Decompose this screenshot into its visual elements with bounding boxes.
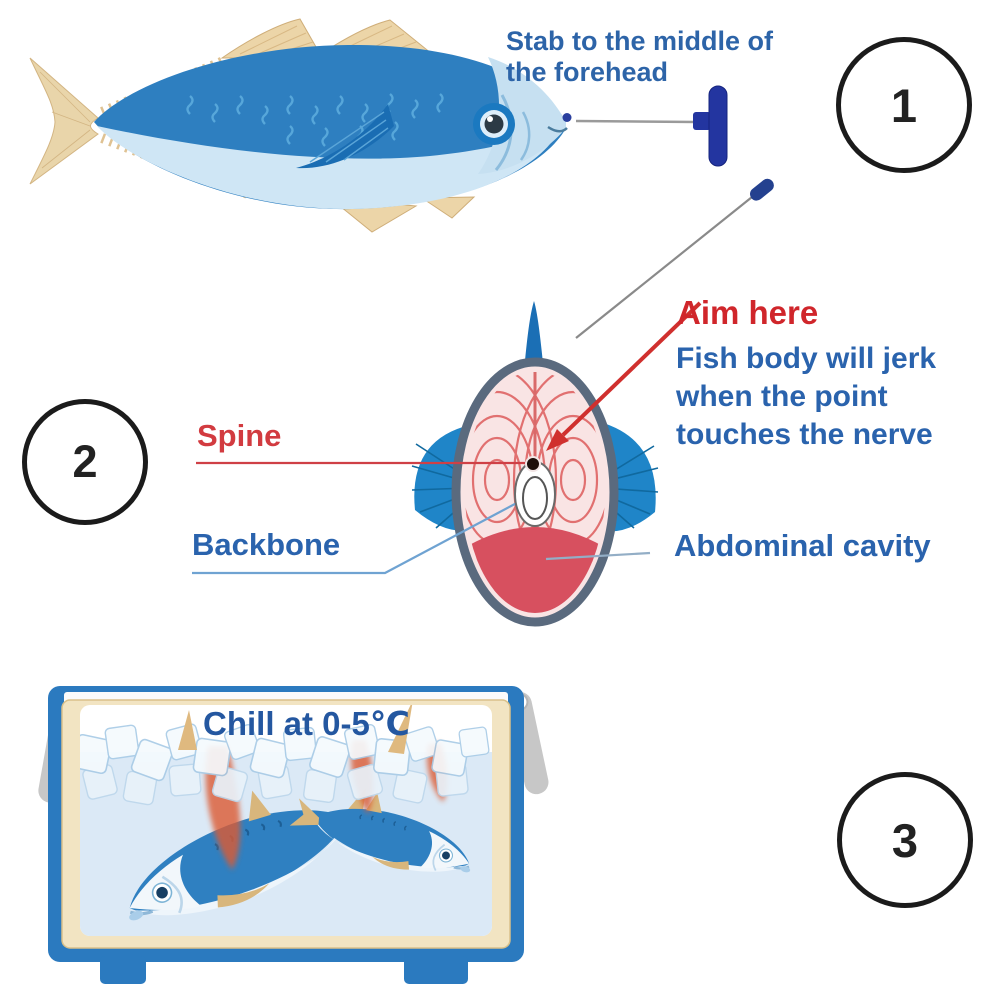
abdominal-cavity-region: [465, 527, 605, 613]
step2-note: Fish body will jerk when the point touch…: [676, 340, 936, 454]
fish-cross-section: [192, 301, 702, 627]
step2-note-line2: when the point: [676, 380, 888, 413]
aim-arrow: [546, 301, 702, 451]
tail-fin: [29, 57, 99, 185]
step1-number: 1: [890, 78, 918, 132]
spike-needle-inserted: [575, 178, 774, 339]
cooler-box: [38, 686, 549, 984]
step1-caption-line2: the forehead: [506, 57, 669, 87]
spike-tool: [562, 85, 728, 167]
step3-number-badge: 3: [837, 772, 973, 908]
abdominal-cavity-label: Abdominal cavity: [674, 528, 931, 563]
fish-head: [478, 57, 566, 174]
abdominal-pointer-line: [545, 551, 651, 561]
backbone-label: Backbone: [192, 527, 341, 562]
aim-here-label: Aim here: [677, 294, 819, 331]
fish-eye: [473, 103, 515, 145]
pectoral-fin: [296, 104, 394, 169]
step2-note-line3: touches the nerve: [676, 418, 933, 451]
fin-tips-in-ice: [178, 705, 413, 754]
backbone-pointer-line: [192, 496, 529, 575]
chill-caption: Chill at 0-5℃: [203, 705, 410, 742]
step1-caption-line1: Stab to the middle of: [506, 26, 773, 56]
backbone-structure: [514, 456, 556, 527]
fish-belly: [97, 126, 562, 210]
dorsal-spike: [524, 301, 544, 372]
step1-caption: Stab to the middle of the forehead: [506, 26, 773, 88]
step1-number-badge: 1: [836, 37, 972, 173]
step3-number: 3: [891, 813, 919, 867]
step2-number-badge: 2: [22, 399, 148, 525]
step2-note-line1: Fish body will jerk: [676, 342, 937, 375]
fish-side-view: [29, 18, 568, 233]
step2-number: 2: [72, 436, 98, 487]
spine-label: Spine: [197, 418, 282, 453]
